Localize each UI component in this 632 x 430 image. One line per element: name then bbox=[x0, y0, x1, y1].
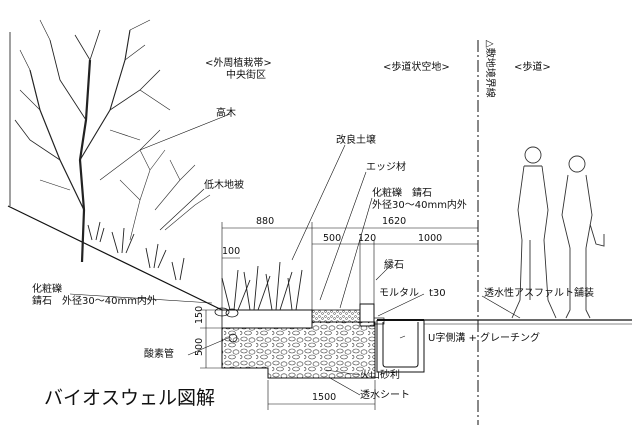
leader-lines bbox=[69, 113, 521, 396]
dimension-lines bbox=[200, 222, 478, 410]
callout-improved-soil: 改良土壌 bbox=[336, 133, 376, 146]
callout-u-gutter: U字側溝 + グレーチング bbox=[428, 331, 540, 344]
callout-decor-gravel-left-1: 化粧礫 bbox=[32, 282, 62, 295]
u-gutter bbox=[376, 320, 425, 373]
callout-decor-gravel-top-2: 外径30～40mm内外 bbox=[372, 198, 467, 211]
grasses bbox=[87, 221, 303, 311]
dim-label-150: 150 bbox=[194, 306, 205, 324]
callout-permeable-sheet: 透水シート bbox=[360, 389, 410, 401]
zone-label-sidewalk: <歩道> bbox=[514, 60, 551, 73]
callout-decor-gravel-left-2: 錆石 外径30～40mm内外 bbox=[32, 294, 157, 307]
dim-label-500-vertical: 500 bbox=[194, 338, 205, 356]
dim-label-1500: 1500 bbox=[312, 392, 336, 403]
boundary-label: △敷地境界線 bbox=[484, 40, 497, 98]
pedestrian-woman-body bbox=[561, 174, 605, 319]
surface-decor-gravel bbox=[311, 309, 361, 323]
diagram-title: バイオスウェル図解 bbox=[44, 387, 215, 409]
pedestrian-man-body bbox=[511, 165, 557, 319]
pedestrians bbox=[511, 146, 605, 319]
slope-ground-line bbox=[7, 205, 223, 311]
stone-trench bbox=[221, 321, 376, 379]
curb-stone bbox=[359, 303, 375, 327]
callout-edge-material: エッジ材 bbox=[366, 160, 406, 173]
callout-curb-stone: 縁石 bbox=[384, 258, 404, 271]
callout-permeable-asphalt: 透水性アスファルト舗装 bbox=[484, 286, 594, 299]
pedestrian-man-head bbox=[524, 146, 542, 164]
dim-label-1000: 1000 bbox=[418, 233, 442, 244]
zone-label-planting: <外周植栽帯> bbox=[205, 56, 272, 69]
dim-label-100: 100 bbox=[222, 246, 240, 257]
dim-label-1620: 1620 bbox=[382, 216, 406, 227]
callout-decor-gravel-top-1: 化粧礫 錆石 bbox=[372, 186, 432, 199]
dim-label-120: 120 bbox=[358, 233, 376, 244]
slope-stone bbox=[225, 308, 239, 318]
improved-soil-bed bbox=[221, 309, 313, 329]
ground-section bbox=[7, 205, 632, 379]
low-shrub-left bbox=[119, 149, 211, 241]
pedestrian-woman-head bbox=[568, 155, 586, 173]
dim-label-500: 500 bbox=[323, 233, 341, 244]
zone-label-planting-sub: 中央街区 bbox=[226, 68, 266, 81]
zone-label-pedestrian-void: <歩道状空地> bbox=[383, 60, 450, 73]
callout-low-shrub: 低木地被 bbox=[204, 178, 244, 191]
callout-tall-tree: 高木 bbox=[216, 106, 236, 119]
callout-mortar: モルタル t30 bbox=[379, 287, 446, 299]
oxygen-pipe-symbol bbox=[228, 333, 238, 343]
dim-label-880: 880 bbox=[256, 216, 274, 227]
callout-volcanic-gravel: 火山砂利 bbox=[360, 368, 400, 381]
callout-oxygen-pipe: 酸素管 bbox=[144, 347, 174, 360]
tall-tree bbox=[14, 19, 171, 263]
